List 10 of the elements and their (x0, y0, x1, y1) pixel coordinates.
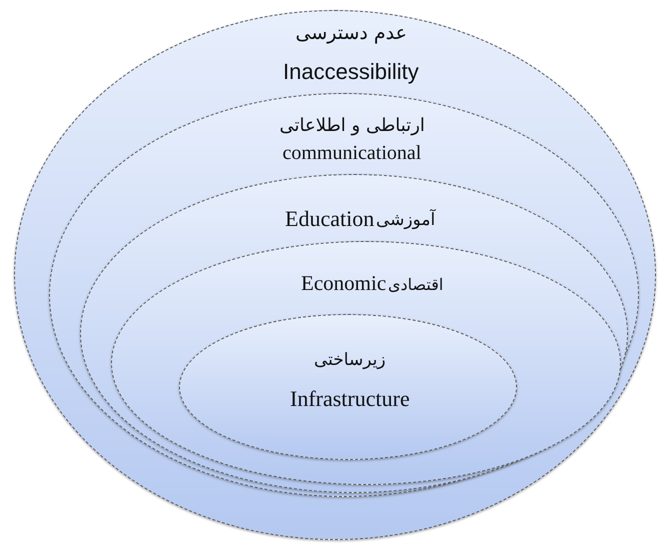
layer-label: communicational (282, 142, 422, 165)
layer-label: Education (285, 206, 374, 232)
layer-label: Economic (301, 271, 386, 296)
layer-label: Infrastructure (290, 386, 410, 412)
layer-label: اقتصادی (388, 276, 444, 294)
layer-label: آموزشی (376, 211, 436, 231)
layer-label: ارتباطی و اطلاعاتی (280, 116, 425, 137)
layer-label: زیرساختی (314, 351, 386, 371)
layer-label: عدم دسترسی (296, 23, 407, 45)
layer-label: Inaccessibility (283, 59, 419, 84)
